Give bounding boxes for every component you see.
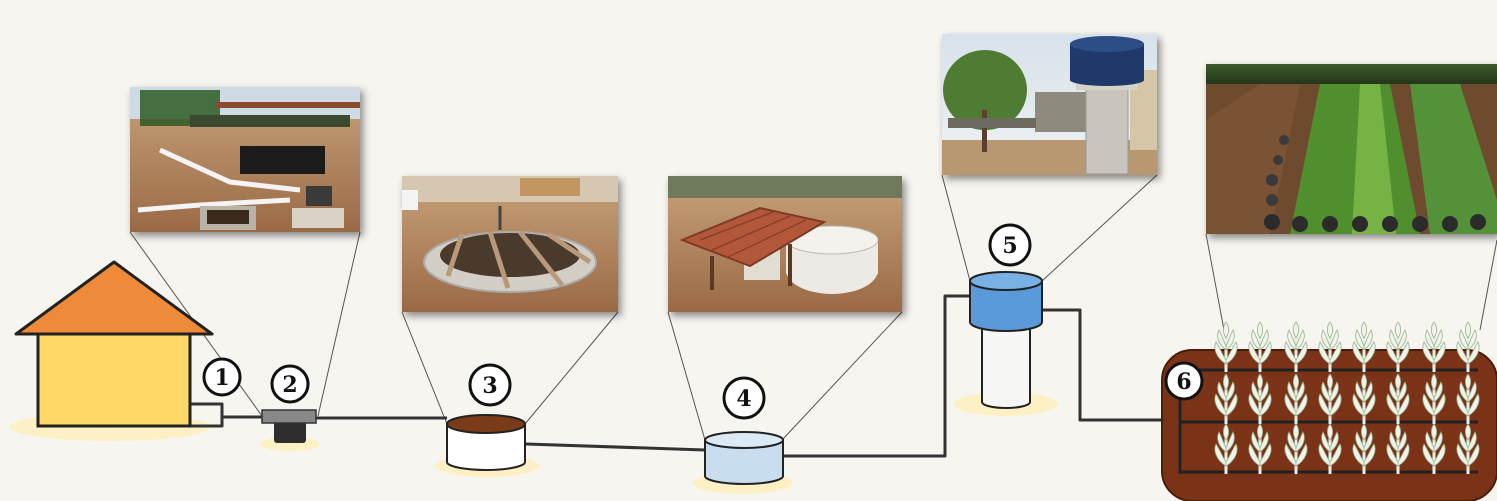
- elevated-reservoir: [969, 271, 1043, 409]
- svg-text:4: 4: [736, 386, 751, 412]
- first-tank: [446, 414, 526, 471]
- pipe-network: [128, 294, 1170, 458]
- inspection-box: [261, 409, 317, 443]
- svg-text:3: 3: [482, 373, 497, 399]
- svg-text:6: 6: [1176, 369, 1191, 395]
- callout-lines: [129, 174, 1497, 441]
- step-badges: 1 2 3 4 5 6: [202, 223, 1204, 420]
- photo-elevated-tank: [942, 34, 1157, 175]
- step-badge-6: 6: [1164, 361, 1204, 401]
- svg-text:2: 2: [282, 372, 297, 398]
- svg-text:5: 5: [1002, 233, 1017, 259]
- photo-second-tank: [668, 176, 902, 312]
- svg-text:1: 1: [214, 365, 229, 391]
- step-badge-2: 2: [270, 364, 310, 404]
- step-badge-5: 5: [988, 223, 1032, 267]
- step-badge-1: 1: [202, 357, 242, 397]
- step-badge-4: 4: [722, 376, 766, 420]
- photo-first-tank: [402, 176, 618, 312]
- second-tank: [704, 431, 784, 485]
- photo-inspection-box: [130, 87, 360, 232]
- irrigated-garden: [1161, 320, 1497, 501]
- house: [14, 260, 214, 428]
- step-badge-3: 3: [468, 363, 512, 407]
- photo-garden: [1206, 64, 1497, 234]
